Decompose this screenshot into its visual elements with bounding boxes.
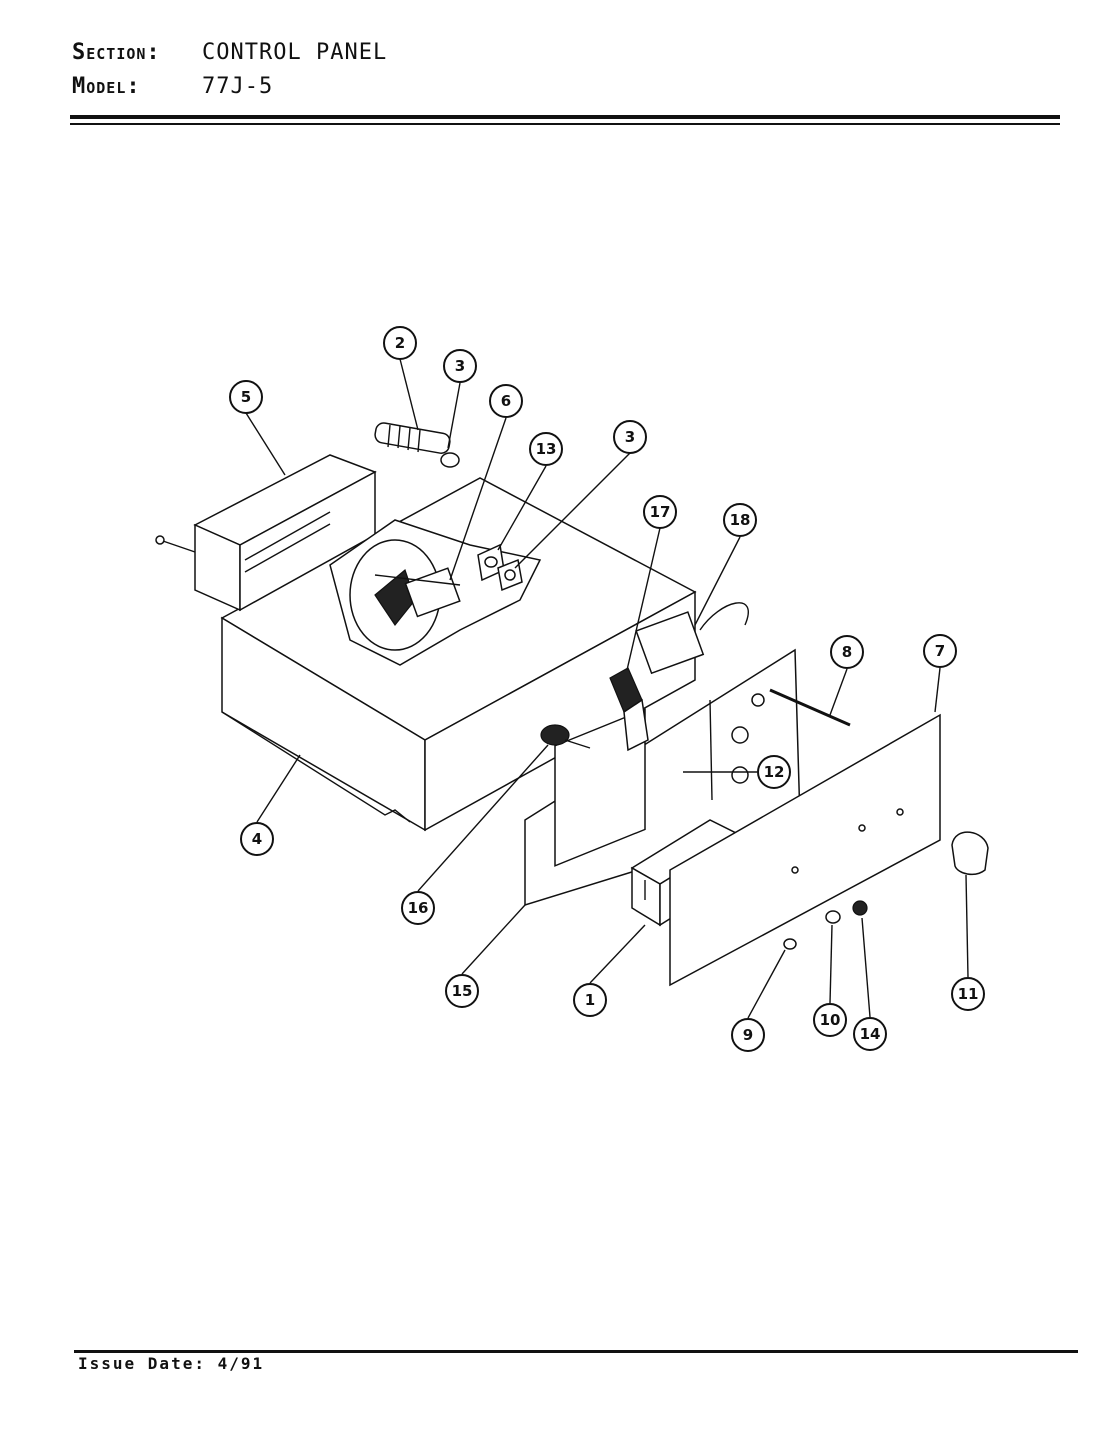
section-label: Section:: [72, 40, 161, 65]
callout-18-label: 18: [730, 511, 751, 529]
callout-8-label: 8: [842, 643, 852, 661]
callout-13-label: 13: [536, 440, 557, 458]
thermostat: [635, 602, 749, 675]
callout-14-label: 14: [860, 1025, 881, 1043]
header-rule-thick: [70, 115, 1060, 119]
leader-lines: [245, 358, 969, 1019]
callout-13: 13: [529, 432, 563, 466]
callout-3a: 3: [443, 349, 477, 383]
callout-4: 4: [240, 822, 274, 856]
callout-6-label: 6: [501, 392, 511, 410]
callout-3b: 3: [613, 420, 647, 454]
callout-15: 15: [445, 974, 479, 1008]
callout-2: 2: [383, 326, 417, 360]
callout-2-label: 2: [395, 334, 405, 352]
callout-3b-label: 3: [625, 428, 635, 446]
model-header: Model: 77J-5: [72, 74, 273, 99]
callout-7: 7: [923, 634, 957, 668]
switch: [609, 667, 649, 752]
callout-10: 10: [813, 1003, 847, 1037]
callout-17: 17: [643, 495, 677, 529]
rod: [769, 688, 851, 727]
callout-10-label: 10: [820, 1011, 841, 1029]
callout-17-label: 17: [650, 503, 671, 521]
section-header: Section: CONTROL PANEL: [72, 40, 387, 65]
callout-11: 11: [951, 977, 985, 1011]
header-rule-thin: [70, 123, 1060, 125]
callout-1-label: 1: [585, 991, 595, 1009]
callout-1: 1: [573, 983, 607, 1017]
callout-5: 5: [229, 380, 263, 414]
callout-6: 6: [489, 384, 523, 418]
section-value: CONTROL PANEL: [202, 40, 388, 65]
front-panel: [669, 713, 941, 987]
callout-3a-label: 3: [455, 357, 465, 375]
callout-11-label: 11: [958, 985, 979, 1003]
callout-8: 8: [830, 635, 864, 669]
model-value: 77J-5: [202, 74, 274, 99]
callout-18: 18: [723, 503, 757, 537]
callout-4-label: 4: [252, 830, 262, 848]
callout-7-label: 7: [935, 642, 945, 660]
callout-12: 12: [757, 755, 791, 789]
callout-14: 14: [853, 1017, 887, 1051]
spacer-9: [783, 938, 797, 950]
indicator-14: [852, 900, 868, 916]
issue-date: Issue Date: 4/91: [78, 1354, 265, 1373]
callout-5-label: 5: [241, 388, 251, 406]
callout-16-label: 16: [408, 899, 429, 917]
gasket-13: [477, 543, 505, 582]
callout-9: 9: [731, 1018, 765, 1052]
control-knob-16: [540, 724, 591, 749]
callout-16: 16: [401, 891, 435, 925]
footer-rule: [74, 1350, 1078, 1353]
callout-12-label: 12: [764, 763, 785, 781]
terminal-connector: [374, 422, 460, 468]
model-label: Model:: [72, 74, 141, 99]
callout-9-label: 9: [743, 1026, 753, 1044]
shield-bracket: [155, 454, 377, 612]
knob-11: [951, 831, 989, 876]
callout-15-label: 15: [452, 982, 473, 1000]
spacer-10: [825, 910, 841, 924]
